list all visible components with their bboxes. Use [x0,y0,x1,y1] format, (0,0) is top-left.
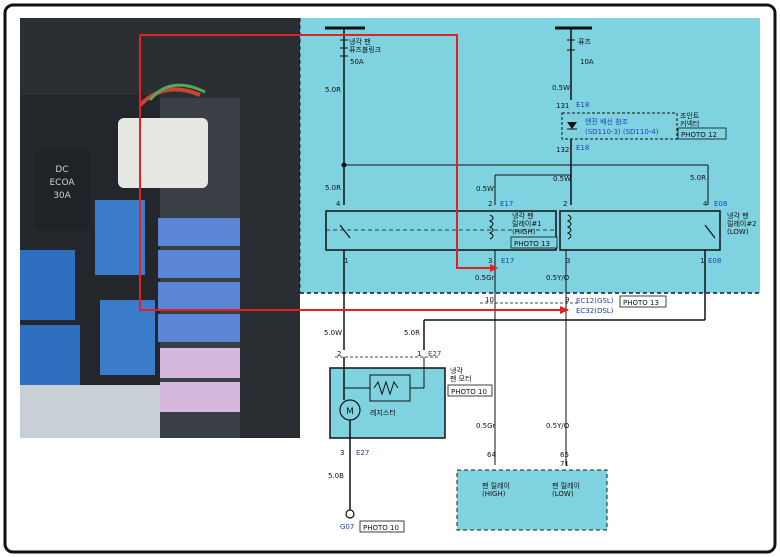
diode-symbol [567,122,577,129]
ecu-low: 팬 릴레이(LOW) [552,481,580,498]
resistor-symbol [373,380,399,396]
e18-pin-132: 132 [556,146,569,154]
fuse-box-photo: ECOA 30A DC [20,18,300,438]
photo12: PHOTO 12 [681,131,717,139]
fuse-top-right: 퓨즈 10A [555,26,594,100]
e18-label-top: E18 [576,101,589,109]
ground-label: G07 [340,523,354,531]
schematic-bg-top [300,18,760,293]
relay2-pin3: 3 [566,257,570,265]
diode-title: 엔진 배선 참조 [585,117,629,126]
photo12-box [677,127,727,140]
wire-5-0R-motor: 5.0R [404,329,420,337]
e08-bottom-label: E08 [708,257,721,265]
relay-block-3 [20,325,80,385]
wire-5-0B: 5.0B [328,472,344,480]
e27-pin1: 1 [417,350,421,358]
motor-letter: M [346,407,354,417]
relay-box-low [559,210,721,251]
fuse-right-rating: 10A [580,58,594,66]
relay1-coil [488,214,494,240]
relay-block-1 [20,250,75,320]
e27-label: E27 [428,350,441,358]
resistor-label: 레지스터 [370,408,396,417]
wire-5-0R-right: 5.0R [690,174,706,182]
e17-bottom-label: E17 [501,257,514,265]
fuse-label-3: DC [55,165,68,175]
wire-0-5Gr-b: 0.5Gr [476,422,496,430]
ground-symbol [345,509,355,519]
relay2-pin2: 2 [563,200,567,208]
fuse-link-housing [35,150,90,230]
e17-bottom-pin: 3 [488,257,492,265]
wire-0-5W-right2: 0.5W [553,175,571,183]
e27-label-b: E27 [356,449,369,457]
wire-5-0R-mid: 5.0R [325,184,341,192]
e27-pin2: 2 [337,350,341,358]
wire-0-5Gr: 0.5Gr [475,274,495,282]
e08-top-pin: 4 [703,200,708,208]
motor-box [329,367,446,439]
fuse-blue-3 [158,282,240,310]
wire-5-0R-top: 5.0R [325,86,341,94]
ecu-pin64: 64 [487,451,496,459]
fuse-blue-2 [158,250,240,278]
wire-0-5Y-O: 0.5Y/O [546,274,570,282]
fuse-pink-1 [160,348,248,378]
e17-top-label: E17 [500,200,513,208]
white-connector [118,118,208,188]
fuse-blue-1 [158,218,240,246]
ec-pin9: 9 [565,296,569,304]
relay-box-high [325,210,557,251]
ecu-high: 팬 릴레이(HIGH) [482,481,510,498]
wire-0-5Y-O-b: 0.5Y/O [546,422,570,430]
relay2-coil [566,214,572,240]
relay1-pin4: 4 [336,200,341,208]
fuse-label-2: 30A [53,191,71,201]
ecu-pin65: 65 [560,451,569,459]
diode-box [561,112,678,140]
e08-bottom-pin: 1 [700,257,704,265]
photo10-a: PHOTO 10 [451,388,487,396]
photo13-a: PHOTO 13 [514,240,550,248]
relay1-pin1: 1 [344,257,348,265]
photo10-b: PHOTO 10 [363,524,399,532]
fuse-top-rating: 50A [350,58,364,66]
e27-pin3: 3 [340,449,344,457]
fuse-pink-2 [160,382,248,412]
red-highlight [139,34,569,314]
ec-pin10: 10 [485,296,494,304]
fuse-right-name: 퓨즈 [578,38,591,46]
ec12-label: EC12(GSL) [576,297,614,305]
e18-pin-131: 131 [556,102,569,110]
ecu-pin71: 71 [560,460,569,468]
wire-0-5W-mid: 0.5W [476,185,494,193]
relay-block-2 [95,200,145,275]
fuse-label-1: ECOA [49,178,75,188]
relay-block-4 [100,300,155,375]
wire-0-5W-right: 0.5W [552,84,570,92]
photo13-b: PHOTO 13 [623,299,659,307]
diode-ref: (SD110-3) (SD110-4) [585,128,659,136]
e18-label-bottom: E18 [576,144,589,152]
fuse-blue-4 [158,314,240,342]
e17-top-pin: 2 [488,200,492,208]
e08-top-label: E08 [714,200,727,208]
ecu-box-bg [457,470,607,530]
wire-5-0W: 5.0W [324,329,342,337]
ec32-label: EC32(DSL) [576,307,614,315]
motor-box-bg [330,368,445,438]
